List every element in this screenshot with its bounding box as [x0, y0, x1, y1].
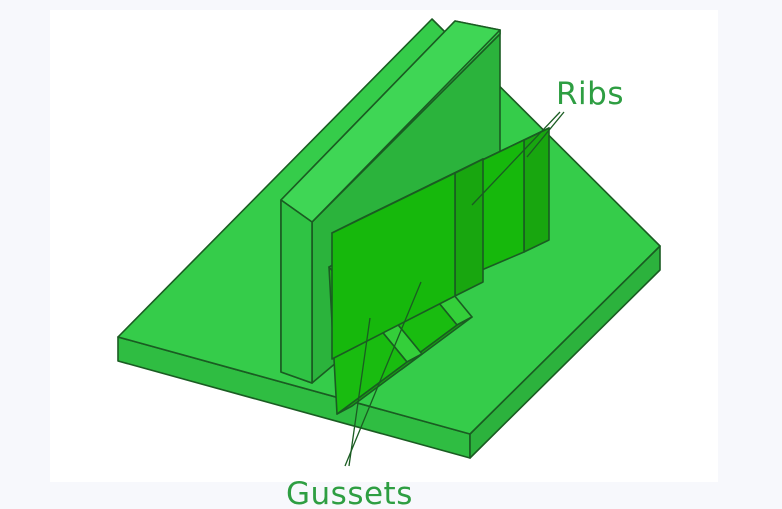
rib-front-front-face — [331, 172, 456, 360]
ribs-leader-line-2 — [526, 111, 565, 158]
ribs-leader-lines — [471, 111, 565, 206]
gussets-leader-lines — [344, 281, 422, 467]
ribs-leader-line-1 — [471, 111, 561, 206]
label-ribs: Ribs — [556, 76, 624, 112]
label-gussets: Gussets — [286, 476, 413, 509]
gussets-leader-line-2 — [348, 317, 371, 467]
gussets-leader-line-1 — [344, 281, 422, 467]
wall-left-end-face — [280, 199, 313, 384]
rib-front — [331, 158, 484, 360]
rib-front-side-face — [454, 158, 484, 297]
